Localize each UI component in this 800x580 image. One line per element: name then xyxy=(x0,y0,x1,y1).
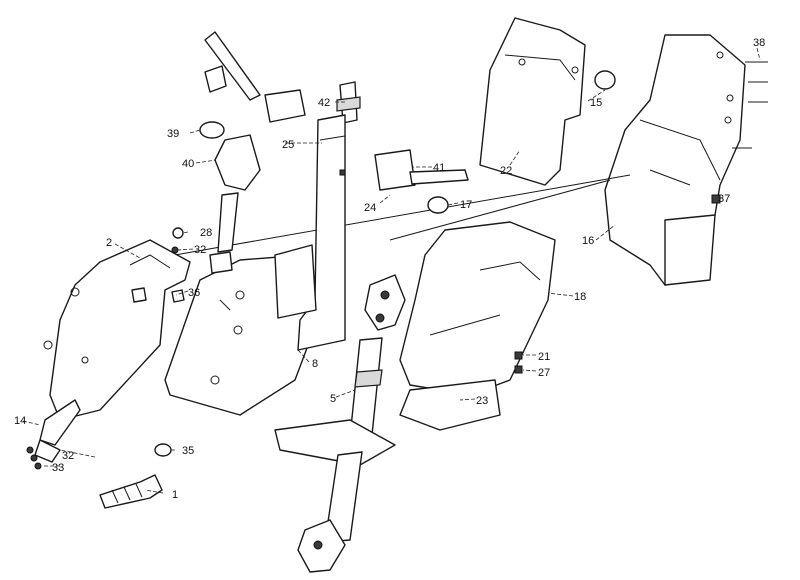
nut-set-33 xyxy=(26,446,42,470)
universal-joint-lower xyxy=(297,519,346,573)
bracket-2 xyxy=(43,239,191,421)
callout-28: 28 xyxy=(200,227,212,239)
callout-40: 40 xyxy=(182,158,194,170)
callout-8: 8 xyxy=(312,358,318,370)
callout-2: 2 xyxy=(106,237,112,249)
callout-33: 33 xyxy=(52,462,64,474)
callout-22: 22 xyxy=(500,165,512,177)
column-switch-1 xyxy=(99,474,163,509)
callout-27: 27 xyxy=(538,367,550,379)
callout-14: 14 xyxy=(14,415,26,427)
callout-23: 23 xyxy=(476,395,488,407)
handle-upper-left xyxy=(204,31,306,123)
leader-lines xyxy=(22,47,761,494)
callout-16: 16 xyxy=(582,235,594,247)
guide-line-upper xyxy=(174,174,631,256)
callout-1: 1 xyxy=(172,489,178,501)
universal-joint-upper xyxy=(364,274,406,331)
steering-column-upper xyxy=(274,81,361,351)
guide-line-lower xyxy=(389,179,611,241)
callout-32-upper: 32 xyxy=(194,244,206,256)
mount-plate-14 xyxy=(34,399,81,463)
callout-32-lower: 32 xyxy=(62,450,74,462)
callout-15: 15 xyxy=(590,97,602,109)
callout-21: 21 xyxy=(538,351,550,363)
callout-25: 25 xyxy=(282,139,294,151)
bolt-set-21-27 xyxy=(514,351,523,374)
screw-37 xyxy=(711,194,721,204)
bolt-set-36 xyxy=(131,287,185,303)
cap-17 xyxy=(427,196,449,214)
switch-41 xyxy=(374,149,469,191)
callout-38: 38 xyxy=(753,37,765,49)
screw-set-38 xyxy=(732,61,768,149)
callout-41: 41 xyxy=(433,162,445,174)
dashboard-housing-right xyxy=(604,34,746,286)
intermediate-shaft-5 xyxy=(274,337,396,543)
ring-39 xyxy=(199,121,225,139)
callout-24: 24 xyxy=(364,202,376,214)
callout-37: 37 xyxy=(718,193,730,205)
lever-assembly-40 xyxy=(209,134,261,274)
callout-36: 36 xyxy=(188,287,200,299)
round-cap xyxy=(594,70,616,90)
callout-39: 39 xyxy=(167,128,179,140)
dashboard-cover-upper xyxy=(479,17,586,186)
callout-35: 35 xyxy=(182,445,194,457)
callout-42: 42 xyxy=(318,97,330,109)
fastener-28-32 xyxy=(171,227,184,254)
callout-18: 18 xyxy=(574,291,586,303)
callout-17: 17 xyxy=(460,199,472,211)
washer-35 xyxy=(154,443,172,457)
callout-5: 5 xyxy=(330,393,336,405)
